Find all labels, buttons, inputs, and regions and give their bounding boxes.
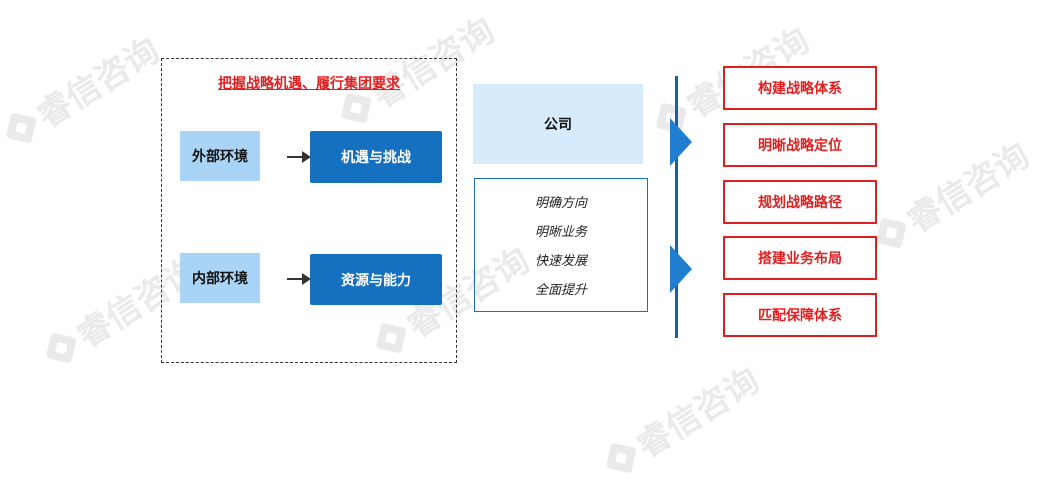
strategy-item: 匹配保障体系 bbox=[723, 293, 877, 337]
internal-arrow bbox=[287, 273, 311, 285]
watermark-logo-icon bbox=[5, 112, 37, 144]
goal-item: 全面提升 bbox=[534, 283, 587, 298]
opportunity-challenge-box: 机遇与挑战 bbox=[310, 131, 442, 183]
strategic-context-frame: 把握战略机遇、履行集团要求 bbox=[161, 58, 457, 363]
watermark: 睿信咨询 bbox=[867, 129, 1037, 261]
external-environment-box: 外部环境 bbox=[180, 131, 260, 181]
watermark-text: 睿信咨询 bbox=[900, 135, 1037, 242]
strategy-item: 规划战略路径 bbox=[723, 180, 877, 224]
goal-item: 明确方向 bbox=[534, 196, 587, 211]
strategy-item: 明晰战略定位 bbox=[723, 123, 877, 167]
watermark-text: 睿信咨询 bbox=[30, 30, 167, 137]
company-box: 公司 bbox=[473, 84, 643, 164]
watermark-text: 睿信咨询 bbox=[630, 360, 767, 467]
resource-capability-box: 资源与能力 bbox=[310, 254, 442, 305]
strategy-item: 搭建业务布局 bbox=[723, 236, 877, 280]
chevron-right-icon bbox=[670, 118, 692, 166]
chevron-right-icon bbox=[670, 245, 692, 293]
divider-line bbox=[675, 76, 678, 338]
watermark: 睿信咨询 bbox=[597, 354, 767, 486]
goal-item: 快速发展 bbox=[534, 254, 587, 269]
external-arrow bbox=[287, 151, 311, 163]
watermark-logo-icon bbox=[875, 217, 907, 249]
watermark-logo-icon bbox=[45, 332, 77, 364]
watermark: 睿信咨询 bbox=[0, 24, 167, 156]
strategy-item: 构建战略体系 bbox=[723, 66, 877, 110]
goal-item: 明晰业务 bbox=[534, 225, 587, 240]
goals-box: 明确方向 明晰业务 快速发展 全面提升 bbox=[474, 178, 648, 312]
frame-title: 把握战略机遇、履行集团要求 bbox=[218, 76, 400, 92]
watermark-logo-icon bbox=[605, 442, 637, 474]
internal-environment-box: 内部环境 bbox=[180, 253, 260, 303]
